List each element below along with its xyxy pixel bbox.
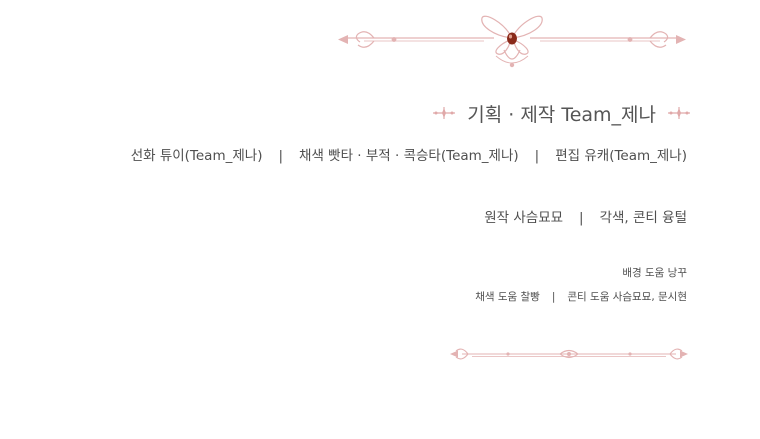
credit-separator: |	[534, 148, 540, 164]
credit-coloring: 채색 빳타 · 부적 · 콕승타(Team_제나)	[299, 148, 519, 164]
credits-line-original: 원작 사슴묘묘 | 각색, 콘티 융털	[484, 206, 687, 226]
credits-title: 기획 · 제작 Team_제나	[467, 103, 656, 126]
credit-storyboard-help: 콘티 도움 사슴묘묘, 문시현	[567, 291, 687, 303]
left-sparkle-ornament-icon	[433, 107, 456, 119]
credit-editing: 편집 유캐(Team_제나)	[555, 148, 687, 164]
credits-line-background-help: 배경 도움 낭꾸	[622, 265, 687, 280]
credits-line-artists: 선화 튜이(Team_제나) | 채색 빳타 · 부적 · 콕승타(Team_제나)…	[131, 144, 687, 164]
credit-lineart: 선화 튜이(Team_제나)	[130, 148, 263, 164]
right-sparkle-ornament-icon	[668, 107, 690, 119]
credit-background-help: 배경 도움 낭꾸	[622, 267, 687, 279]
credit-separator: |	[579, 210, 584, 226]
credit-coloring-help: 채색 도움 찰빵	[475, 291, 540, 303]
credit-separator: |	[551, 291, 556, 303]
top-ornament-butterfly-icon	[338, 15, 686, 68]
bottom-ornament-divider-icon	[450, 348, 688, 360]
credit-adaptation: 각색, 콘티 융털	[599, 210, 687, 226]
credit-original: 원작 사슴묘묘	[484, 210, 564, 226]
credits-line-assist: 채색 도움 찰빵 | 콘티 도움 사슴묘묘, 문시현	[475, 289, 687, 304]
credits-title-row: 기획 · 제작 Team_제나	[433, 98, 690, 128]
credit-separator: |	[278, 148, 284, 164]
